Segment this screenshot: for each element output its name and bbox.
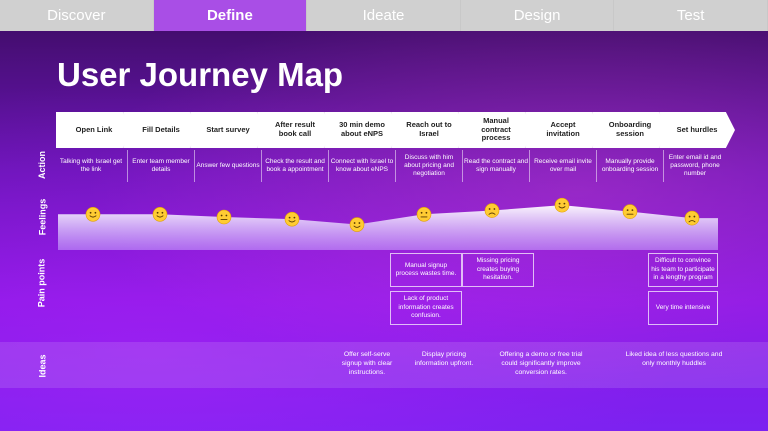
action-cell: Discuss with him about pricing and negot…: [404, 153, 454, 178]
neutral-face-icon: [416, 206, 432, 222]
tab-discover[interactable]: Discover: [0, 0, 154, 31]
step-start-survey: Start survey: [190, 112, 266, 148]
action-divider: [194, 150, 195, 182]
journey-steps: Open Link Fill Details Start survey Afte…: [56, 112, 736, 148]
happy-face-icon: [152, 206, 168, 222]
tab-test[interactable]: Test: [614, 0, 768, 31]
action-divider: [127, 150, 128, 182]
pain-point-card: Lack of product information creates conf…: [390, 291, 462, 325]
step-open-link: Open Link: [56, 112, 132, 148]
action-cell: Enter team member details: [132, 157, 190, 173]
page-title: User Journey Map: [57, 56, 344, 93]
row-label-pain-points: Pain points: [36, 258, 47, 308]
idea-text: Offering a demo or free trial could sign…: [499, 351, 583, 376]
step-set-hurdles: Set hurdles: [659, 112, 735, 148]
action-divider: [261, 150, 262, 182]
action-cell: Answer few questions: [196, 161, 260, 169]
step-demo: 30 min demo about eNPS: [324, 112, 400, 148]
step-manual-contract: Manual contract process: [458, 112, 534, 148]
action-divider: [596, 150, 597, 182]
idea-text: Display pricing information upfront.: [414, 351, 474, 367]
action-cell: Connect with Israel to know about eNPS: [330, 157, 394, 173]
idea-text: Offer self-serve signup with clear instr…: [341, 351, 393, 376]
happy-face-icon: [554, 197, 570, 213]
action-divider: [529, 150, 530, 182]
happy-face-icon: [284, 211, 300, 227]
sad-face-icon: [684, 210, 700, 226]
feelings-area: [58, 205, 718, 250]
pain-point-card: Manual signup process wastes time.: [390, 253, 462, 287]
action-divider: [328, 150, 329, 182]
happy-face-icon: [85, 206, 101, 222]
tab-design[interactable]: Design: [460, 0, 615, 31]
action-divider: [462, 150, 463, 182]
neutral-face-icon: [622, 204, 638, 219]
neutral-face-icon: [216, 209, 232, 225]
action-cell: Manually provide onboarding session: [601, 157, 659, 173]
feelings-curve: [58, 197, 718, 250]
action-divider: [395, 150, 396, 182]
sad-face-icon: [484, 203, 500, 218]
tab-define[interactable]: Define: [153, 0, 308, 31]
action-cell: Talking with Israel get the link: [59, 157, 123, 173]
step-accept-invitation: Accept invitation: [525, 112, 601, 148]
pain-point-card: Missing pricing creates buying hesitatio…: [462, 253, 534, 287]
phase-tab-bar: Discover Define Ideate Design Test: [0, 0, 768, 31]
action-cell: Read the contract and sign manually: [464, 157, 528, 173]
ideas-band: [0, 342, 768, 388]
pain-point-card: Difficult to convince his team to partic…: [648, 253, 718, 287]
step-onboarding: Onboarding session: [592, 112, 668, 148]
row-label-action: Action: [37, 151, 47, 179]
step-book-call: After result book call: [257, 112, 333, 148]
idea-text: Liked idea of less questions and only mo…: [625, 351, 723, 367]
tab-ideate[interactable]: Ideate: [307, 0, 461, 31]
action-cell: Check the result and book a appointment: [265, 157, 325, 173]
step-fill-details: Fill Details: [123, 112, 199, 148]
action-cell: Enter email id and password, phone numbe…: [668, 153, 722, 178]
action-cell: Receive email invite over mail: [534, 157, 592, 173]
action-divider: [663, 150, 664, 182]
step-reach-out: Reach out to Israel: [391, 112, 467, 148]
pain-point-card: Very time intensive: [648, 291, 718, 325]
happy-face-icon: [349, 217, 365, 232]
